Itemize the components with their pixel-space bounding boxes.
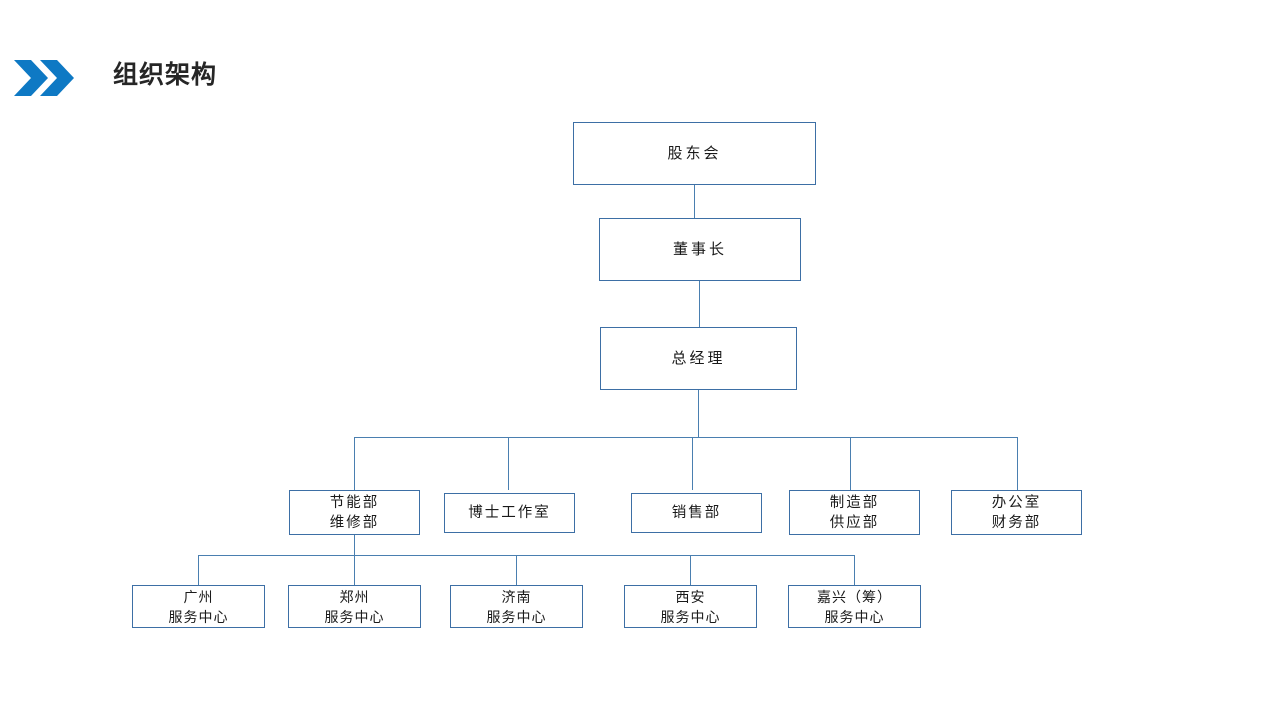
org-node-service-center-jinan[interactable]: 济南 服务中心 bbox=[450, 585, 583, 628]
chevron-right-icon-1 bbox=[14, 58, 50, 98]
connector-bus-to-dept-2 bbox=[508, 437, 509, 490]
org-node-label: 嘉兴（筹） 服务中心 bbox=[817, 588, 892, 625]
connector-bus-to-sc-4 bbox=[690, 555, 691, 585]
org-node-label: 办公室 财务部 bbox=[991, 494, 1042, 531]
connector-bus-to-dept-3 bbox=[692, 437, 693, 490]
double-chevron-right-icon bbox=[14, 58, 86, 98]
org-node-label: 销售部 bbox=[671, 505, 722, 521]
org-node-label: 济南 服务中心 bbox=[486, 588, 547, 625]
org-node-label: 郑州 服务中心 bbox=[324, 588, 385, 625]
connector-bus-to-sc-5 bbox=[854, 555, 855, 585]
org-node-service-center-jiaxing[interactable]: 嘉兴（筹） 服务中心 bbox=[788, 585, 921, 628]
connector-dept1-dropline bbox=[354, 535, 355, 555]
org-node-label: 股东会 bbox=[667, 145, 722, 162]
org-node-label: 节能部 维修部 bbox=[329, 494, 380, 531]
org-node-label: 董事长 bbox=[672, 241, 727, 258]
org-node-chairman[interactable]: 董事长 bbox=[599, 218, 801, 281]
connector-bus-to-dept-4 bbox=[850, 437, 851, 490]
connector-bus-to-dept-1 bbox=[354, 437, 355, 490]
org-node-shareholders[interactable]: 股东会 bbox=[573, 122, 816, 185]
connector-bus-to-sc-1 bbox=[198, 555, 199, 585]
org-node-dept-office-finance[interactable]: 办公室 财务部 bbox=[951, 490, 1082, 535]
org-node-label: 博士工作室 bbox=[468, 505, 551, 521]
connector-bus-to-sc-3 bbox=[516, 555, 517, 585]
org-node-general-manager[interactable]: 总经理 bbox=[600, 327, 797, 390]
connector-bus-to-dept-5 bbox=[1017, 437, 1018, 490]
org-node-dept-manufacturing-supply[interactable]: 制造部 供应部 bbox=[789, 490, 920, 535]
slide-header: 组织架构 bbox=[0, 50, 1280, 106]
org-node-service-center-guangzhou[interactable]: 广州 服务中心 bbox=[132, 585, 265, 628]
org-node-label: 广州 服务中心 bbox=[168, 588, 229, 625]
connector-gm-dropline bbox=[698, 390, 699, 437]
connector-chairman-to-gm bbox=[699, 281, 700, 327]
org-node-dept-doctoral-studio[interactable]: 博士工作室 bbox=[444, 493, 575, 533]
org-node-service-center-zhengzhou[interactable]: 郑州 服务中心 bbox=[288, 585, 421, 628]
connector-service-center-bus bbox=[198, 555, 855, 556]
connector-dept-bus bbox=[354, 437, 1018, 438]
org-node-dept-sales[interactable]: 销售部 bbox=[631, 493, 762, 533]
connector-shareholders-to-chairman bbox=[694, 185, 695, 218]
org-node-label: 制造部 供应部 bbox=[829, 494, 880, 531]
connector-bus-to-sc-2 bbox=[354, 555, 355, 585]
chevron-right-icon-2 bbox=[40, 58, 76, 98]
org-node-dept-energy-maintenance[interactable]: 节能部 维修部 bbox=[289, 490, 420, 535]
page-title: 组织架构 bbox=[113, 61, 218, 89]
org-node-label: 总经理 bbox=[671, 350, 726, 367]
org-node-service-center-xian[interactable]: 西安 服务中心 bbox=[624, 585, 757, 628]
org-node-label: 西安 服务中心 bbox=[660, 588, 721, 625]
